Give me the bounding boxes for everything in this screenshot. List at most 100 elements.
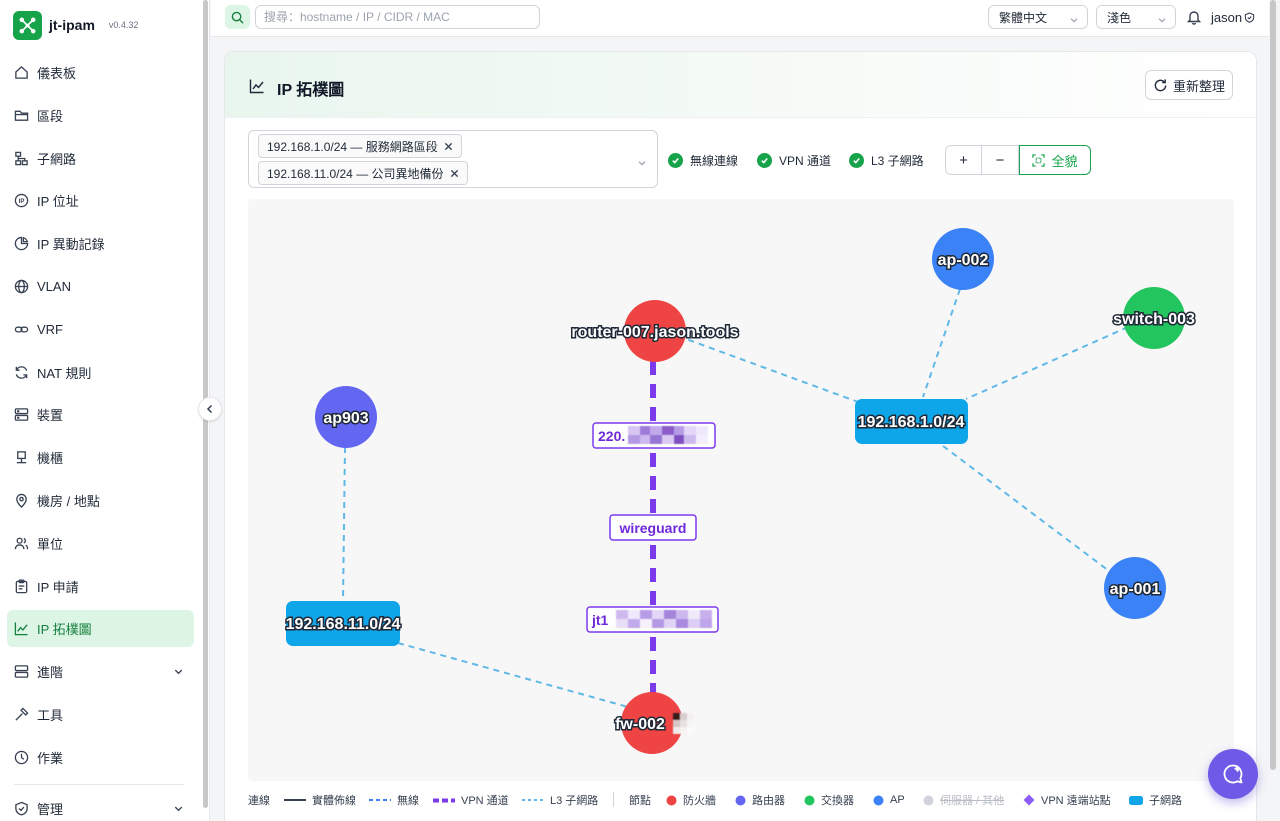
sidebar-item-vrf[interactable]: VRF bbox=[7, 311, 194, 348]
server-dot-icon bbox=[923, 795, 934, 806]
legend-label: 交換器 bbox=[821, 795, 854, 807]
node-ap-001[interactable]: ap-001 bbox=[1104, 557, 1166, 619]
solid-line-icon bbox=[284, 798, 306, 802]
toggle-label: 無線連線 bbox=[690, 154, 739, 168]
toggle-label: VPN 通道 bbox=[779, 154, 832, 168]
server-icon bbox=[13, 407, 29, 423]
clock-icon bbox=[13, 749, 29, 765]
search-input[interactable] bbox=[255, 5, 540, 29]
users-icon bbox=[13, 535, 29, 551]
vpn-line-icon bbox=[433, 798, 455, 803]
node-ap-002[interactable]: ap-002 bbox=[932, 228, 994, 290]
legend-label: 子網路 bbox=[1149, 795, 1182, 807]
node-subnet-192-168-1-0[interactable]: 192.168.1.0/24 bbox=[855, 399, 968, 444]
edge-subnet-1-ap-001 bbox=[942, 445, 1114, 575]
legend-item-server-other[interactable]: 伺服器 / 其他 bbox=[923, 792, 1004, 808]
legend-item-ap: AP bbox=[873, 792, 905, 808]
node-ap903[interactable]: ap903 bbox=[315, 386, 377, 448]
sidebar-item-devices[interactable]: 裝置 bbox=[7, 396, 194, 433]
sidebar-item-admin[interactable]: 管理 bbox=[7, 790, 194, 821]
sidebar-item-units[interactable]: 單位 bbox=[7, 525, 194, 562]
topology-graph[interactable]: 220. wireguard jt1 bbox=[248, 199, 1234, 781]
sidebar-item-ip-requests[interactable]: IP 申請 bbox=[7, 568, 194, 605]
legend-label: 路由器 bbox=[752, 795, 785, 807]
language-select[interactable]: 繁體中文 bbox=[988, 5, 1088, 29]
toggle-l3-subnet[interactable]: L3 子網路 bbox=[849, 152, 924, 169]
svg-text:IP: IP bbox=[18, 198, 24, 205]
zoom-in-button[interactable]: + bbox=[945, 145, 982, 175]
sidebar-item-racks[interactable]: 機櫃 bbox=[7, 439, 194, 476]
sidebar-item-label: 子網路 bbox=[37, 151, 77, 167]
close-icon[interactable] bbox=[444, 142, 453, 151]
brand[interactable]: jt-ipam v0.4.32 bbox=[13, 10, 138, 40]
edge-ap903-subnet-11 bbox=[342, 446, 346, 602]
close-icon[interactable] bbox=[450, 169, 459, 178]
chat-assistant-button[interactable] bbox=[1208, 749, 1258, 799]
bell-icon[interactable] bbox=[1186, 9, 1202, 28]
sidebar-item-tools[interactable]: 工具 bbox=[7, 696, 194, 733]
sidebar-collapse-button[interactable] bbox=[198, 397, 222, 421]
page-scrollbar[interactable] bbox=[1270, 0, 1276, 770]
toggle-wireless[interactable]: 無線連線 bbox=[668, 152, 738, 169]
topology-canvas[interactable]: 220. wireguard jt1 bbox=[248, 199, 1234, 781]
top-bar: 繁體中文 淺色 jason bbox=[211, 0, 1269, 37]
sidebar-item-dashboard[interactable]: 儀表板 bbox=[7, 54, 194, 91]
zoom-out-button[interactable]: − bbox=[982, 145, 1019, 175]
subnet-multi-select[interactable]: 192.168.1.0/24 — 服務網路區段 192.168.11.0/24 … bbox=[248, 130, 658, 188]
search-button[interactable] bbox=[225, 5, 250, 29]
chart-line-icon bbox=[249, 78, 265, 99]
sidebar-item-nat[interactable]: NAT 規則 bbox=[7, 354, 194, 391]
node-fw-002[interactable]: fw-002 bbox=[614, 692, 693, 754]
topology-legend: 連線 實體佈線 無線 VPN 通道 L3 子網路 節點 防火牆 路由器 bbox=[248, 792, 1234, 808]
fit-view-button[interactable]: 全貌 bbox=[1019, 145, 1091, 175]
sidebar-item-locations[interactable]: 機房 / 地點 bbox=[7, 482, 194, 519]
theme-select[interactable]: 淺色 bbox=[1096, 5, 1176, 29]
sidebar-item-jobs[interactable]: 作業 bbox=[7, 739, 194, 776]
legend-label: 伺服器 / 其他 bbox=[940, 795, 1005, 807]
legend-item-wireless: 無線 bbox=[369, 792, 419, 808]
sidebar-item-ip-history[interactable]: IP 異動記錄 bbox=[7, 225, 194, 262]
shield-check-icon bbox=[1244, 12, 1255, 23]
vpn-peer-label[interactable]: 220. bbox=[592, 422, 716, 449]
subnet-rect-icon bbox=[1129, 795, 1143, 805]
sidebar-item-label: VLAN bbox=[37, 278, 71, 294]
sidebar-item-label: NAT 規則 bbox=[37, 365, 92, 381]
chat-sparkle-icon bbox=[1223, 764, 1243, 784]
l3-line-icon bbox=[522, 798, 544, 802]
legend-label: VPN 通道 bbox=[461, 795, 509, 807]
check-icon bbox=[668, 153, 683, 168]
legend-label: 無線 bbox=[397, 795, 419, 807]
hammer-icon bbox=[13, 706, 29, 722]
legend-nodes-title: 節點 bbox=[629, 795, 651, 807]
globe-icon bbox=[13, 278, 29, 294]
sidebar-item-sections[interactable]: 區段 bbox=[7, 97, 194, 134]
refresh-button[interactable]: 重新整理 bbox=[1145, 70, 1233, 100]
node-label: switch-003 bbox=[1113, 311, 1195, 328]
sidebar-item-ip-address[interactable]: IP IP 位址 bbox=[7, 182, 194, 219]
redacted-block bbox=[673, 713, 693, 734]
sidebar-item-advanced[interactable]: 進階 bbox=[7, 653, 194, 690]
legend-label: 防火牆 bbox=[683, 795, 716, 807]
node-switch-003[interactable]: switch-003 bbox=[1112, 287, 1197, 349]
node-label: ap-001 bbox=[1110, 581, 1161, 598]
node-subnet-192-168-11-0[interactable]: 192.168.11.0/24 bbox=[284, 601, 402, 646]
node-label: 192.168.11.0/24 bbox=[286, 616, 401, 633]
sidebar-item-label: 作業 bbox=[37, 750, 64, 766]
language-value: 繁體中文 bbox=[999, 10, 1048, 25]
sidebar-item-vlan[interactable]: VLAN bbox=[7, 268, 194, 305]
sidebar: jt-ipam v0.4.32 儀表板 區段 子網路 IP IP 位址 IP 異… bbox=[0, 0, 210, 821]
map-pin-icon bbox=[13, 492, 29, 508]
sidebar-item-subnets[interactable]: 子網路 bbox=[7, 140, 194, 177]
legend-label: L3 子網路 bbox=[550, 795, 599, 807]
vpn-protocol-label[interactable]: wireguard bbox=[609, 514, 697, 541]
user-menu[interactable]: jason bbox=[1211, 10, 1255, 25]
toggle-vpn[interactable]: VPN 通道 bbox=[757, 152, 831, 169]
subnet-tag-label: 192.168.11.0/24 — 公司異地備份 bbox=[267, 166, 444, 181]
legend-label: VPN 遠端站點 bbox=[1041, 795, 1111, 807]
node-router-007[interactable]: router-007.jason.tools bbox=[570, 300, 740, 362]
vpn-peer-label[interactable]: jt1 bbox=[586, 606, 719, 633]
ip-icon: IP bbox=[13, 193, 29, 209]
page-title-text: IP 拓樸圖 bbox=[277, 82, 345, 99]
sidebar-item-ip-topology[interactable]: IP 拓樸圖 bbox=[7, 610, 194, 648]
chevron-down-icon bbox=[637, 156, 647, 171]
